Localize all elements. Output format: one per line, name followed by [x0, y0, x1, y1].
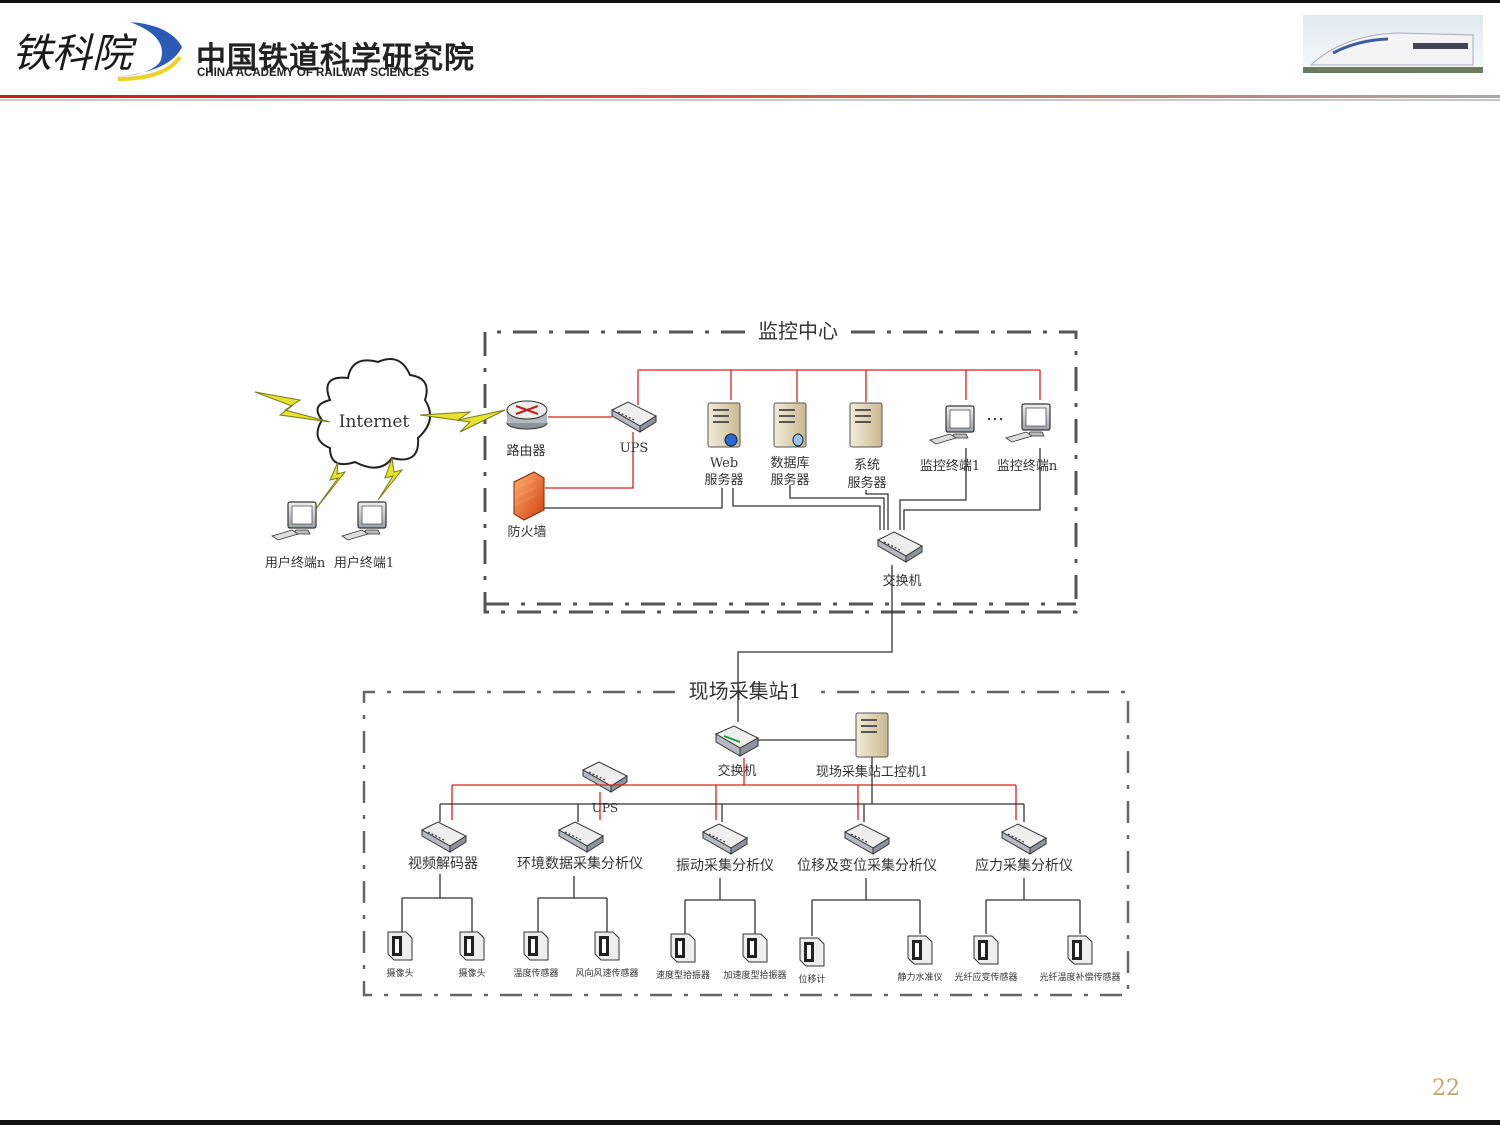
- temperature-sensor-icon: [523, 931, 549, 961]
- user-terminal-1-label: 用户终端1: [334, 555, 394, 571]
- analyzer-label-stress: 应力采集分析仪: [975, 857, 1073, 874]
- sensor-label: 速度型拾振器: [656, 969, 710, 981]
- database-icon: [792, 433, 804, 447]
- system-server-icon: [849, 402, 883, 448]
- center-switch-icon: [877, 531, 923, 563]
- data-lines: [542, 448, 1041, 741]
- station-switch-label: 交换机: [717, 763, 756, 779]
- user-terminal-n-icon: [271, 501, 317, 541]
- sensor-label: 摄像头: [386, 967, 413, 979]
- train-image-icon: [1303, 15, 1483, 85]
- router-label: 路由器: [506, 443, 545, 459]
- org-name-cn: 中国铁道科学研究院: [196, 41, 475, 76]
- logo-swoosh-icon: [115, 22, 182, 81]
- acceleration-pickup-icon: [742, 933, 768, 963]
- slide-header: 铁科院 中国铁道科学研究院 CHINA ACADEMY OF RAILWAY S…: [0, 3, 1500, 103]
- monitor-terminal-1-icon: [929, 405, 975, 445]
- analyzer-label-displacement: 位移及变位采集分析仪: [797, 857, 937, 874]
- station-title: 现场采集站1: [689, 679, 802, 703]
- header-rule: [0, 95, 1500, 101]
- station-ups-icon: [582, 761, 628, 793]
- globe-icon: [724, 433, 738, 447]
- monitor-terminal-1-label: 监控终端1: [920, 458, 980, 474]
- lightning-bolt-icon: [254, 391, 506, 511]
- org-name-en: CHINA ACADEMY OF RAILWAY SCIENCES: [197, 67, 430, 79]
- displacement-meter-icon: [799, 937, 825, 967]
- env-analyzer-icon: [558, 821, 604, 853]
- monitor-terminal-n-icon: [1005, 403, 1051, 443]
- database-server-label-2: 服务器: [770, 472, 809, 488]
- sensor-label: 静力水准仪: [897, 971, 942, 983]
- web-server-label-2: 服务器: [704, 472, 743, 488]
- stress-analyzer-icon: [1001, 823, 1047, 855]
- logo-script-text: 铁科院: [12, 31, 132, 77]
- station-ups-label: UPS: [592, 801, 618, 815]
- velocity-pickup-icon: [670, 933, 696, 963]
- station-ipc-icon: [855, 712, 889, 758]
- monitoring-center-boundary: [483, 330, 1078, 614]
- analyzer-label-vibration: 振动采集分析仪: [676, 857, 774, 874]
- camera-icon: [459, 931, 485, 961]
- wind-sensor-icon: [594, 931, 620, 961]
- bottom-border: [0, 1120, 1500, 1125]
- user-terminal-n-label: 用户终端n: [265, 555, 326, 571]
- station-power-lines: [451, 758, 1017, 820]
- database-server-label-1: 数据库: [770, 455, 809, 471]
- temp-comp-sensor-icon: [1067, 935, 1093, 965]
- system-server-label-2: 服务器: [847, 475, 886, 491]
- internet-cloud-icon: [316, 358, 432, 469]
- sensor-tree-lines: [401, 874, 1081, 936]
- camera-icon: [387, 931, 413, 961]
- station-boundary: [362, 690, 1130, 997]
- video-decoder-icon: [421, 821, 467, 853]
- firewall-icon: [513, 471, 545, 521]
- ups-icon: [611, 401, 657, 433]
- vibration-analyzer-icon: [702, 823, 748, 855]
- center-switch-label: 交换机: [882, 573, 921, 589]
- displacement-analyzer-icon: [844, 823, 890, 855]
- sensor-label: 光纤温度补偿传感器: [1039, 971, 1120, 983]
- page-number: 22: [1432, 1076, 1460, 1101]
- ellipsis-label: …: [986, 404, 1004, 425]
- sensor-label: 摄像头: [458, 967, 485, 979]
- system-server-label-1: 系统: [854, 458, 880, 473]
- strain-sensor-icon: [973, 935, 999, 965]
- analyzer-label-env: 环境数据采集分析仪: [517, 855, 643, 872]
- analyzer-label-video: 视频解码器: [408, 856, 478, 872]
- sensor-label: 位移计: [798, 973, 825, 985]
- sensor-label: 风向风速传感器: [575, 967, 638, 979]
- station-data-lines: [439, 757, 1025, 822]
- power-lines: [545, 369, 1041, 489]
- sensor-label: 加速度型拾振器: [723, 969, 786, 981]
- firewall-label: 防火墙: [507, 524, 546, 540]
- router-icon: [506, 400, 548, 430]
- sensor-label: 温度传感器: [513, 967, 558, 979]
- user-terminal-1-icon: [341, 501, 387, 541]
- internet-label: Internet: [339, 412, 410, 432]
- monitoring-center-title: 监控中心: [758, 319, 838, 343]
- ups-label: UPS: [620, 441, 649, 456]
- level-gauge-icon: [907, 935, 933, 965]
- web-server-label-1: Web: [710, 456, 738, 471]
- sensor-label: 光纤应变传感器: [954, 971, 1017, 983]
- top-border: [0, 0, 1500, 3]
- monitor-terminal-n-label: 监控终端n: [997, 458, 1058, 474]
- station-switch-icon: [714, 725, 760, 757]
